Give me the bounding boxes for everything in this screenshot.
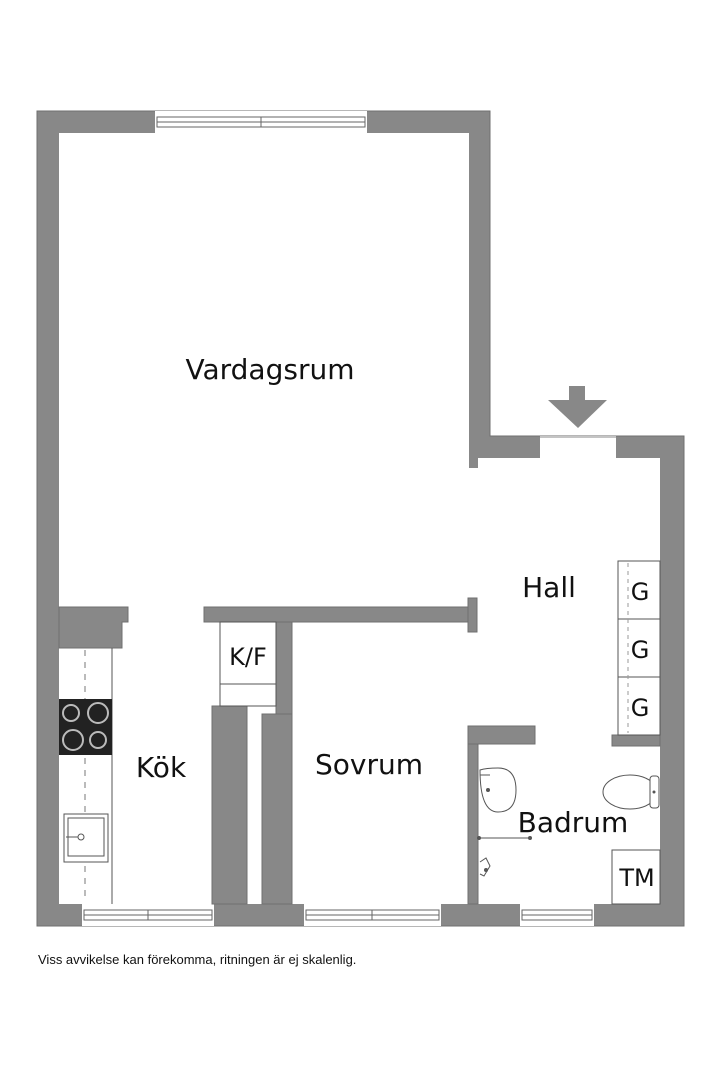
label-tm: TM <box>618 864 654 892</box>
label-wardrobe-3: G <box>631 694 650 722</box>
room-label-sovrum: Sovrum <box>315 748 423 781</box>
label-wardrobe-1: G <box>631 578 650 606</box>
room-label-badrum: Badrum <box>518 806 629 839</box>
washbasin-icon <box>479 767 517 813</box>
label-wardrobe-2: G <box>631 636 650 664</box>
kitchen-sink-icon <box>63 813 109 863</box>
entrance-door-gap <box>540 436 616 458</box>
room-label-hall: Hall <box>522 571 576 604</box>
washing-machine-box <box>611 849 661 905</box>
toilet-icon <box>602 774 660 810</box>
entrance-arrow-icon <box>548 386 607 428</box>
disclaimer-text: Viss avvikelse kan förekomma, ritningen … <box>38 952 357 967</box>
window-kitchen <box>82 904 214 926</box>
window-top <box>155 111 367 133</box>
shower-icon <box>477 836 532 877</box>
stove-icon <box>59 699 112 755</box>
interior-walls <box>58 597 661 905</box>
room-label-vardagsrum: Vardagsrum <box>186 353 355 386</box>
wardrobes <box>617 560 661 736</box>
window-bathroom <box>520 904 594 926</box>
floor-area <box>59 133 660 904</box>
fridge-freezer <box>219 621 277 707</box>
label-kf: K/F <box>229 643 267 671</box>
window-bedroom <box>304 904 441 926</box>
room-label-kok: Kök <box>136 751 187 784</box>
